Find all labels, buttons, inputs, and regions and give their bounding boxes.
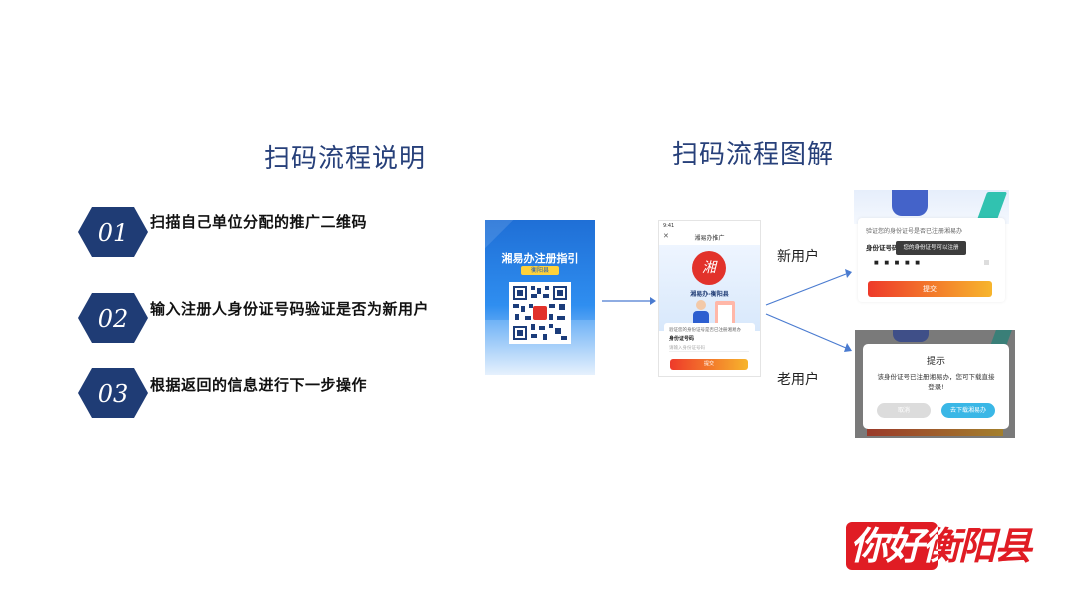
step-1-text: 扫描自己单位分配的推广二维码 <box>150 213 368 231</box>
poster-title: 湘易办注册指引 <box>501 252 579 265</box>
arrow-old-user-icon <box>765 313 852 352</box>
logo-text-inverse: 你好衡阳县 <box>850 523 938 568</box>
step-3-number: 03 <box>97 380 129 408</box>
phone-id-input[interactable]: 请输入身份证号码 <box>669 345 749 352</box>
step-1-badge: 01 <box>78 207 148 257</box>
new-user-submit-button[interactable]: 提交 <box>868 281 992 297</box>
step-2-badge: 02 <box>78 293 148 343</box>
brand-logo: 你好衡阳县 你好衡阳县 <box>844 520 1040 572</box>
phone-hint: 验证您的身份证号是否已注册湘易办 <box>669 328 741 333</box>
toast-message: 您的身份证号可以注册 <box>896 241 966 255</box>
left-title: 扫码流程说明 <box>264 144 427 174</box>
phone-app-name: 湘易办-衡阳县 <box>690 291 729 298</box>
step-2-text: 输入注册人身份证号码验证是否为新用户 <box>150 300 430 318</box>
arrow-new-user-icon <box>765 269 852 306</box>
step-3-badge: 03 <box>78 368 148 418</box>
poster-subtitle: 衡阳县 <box>521 266 559 275</box>
qr-code-icon <box>509 282 571 344</box>
old-user-screen: 提示 该身份证号已注册湘易办，您可下载直接登录! 取消 去下载湘易办 <box>855 330 1015 438</box>
new-user-field-label: 身份证号码 <box>866 244 899 252</box>
old-user-label: 老用户 <box>777 372 819 388</box>
phone-submit-button[interactable]: 提交 <box>670 359 748 370</box>
new-user-screen: 验证您的身份证号是否已注册湘易办 身份证号码 您的身份证号可以注册 ■ ■ ■ … <box>854 190 1009 305</box>
phone-header: 湘易办推广 <box>694 235 725 242</box>
right-title: 扫码流程图解 <box>672 140 835 170</box>
clear-input-icon[interactable] <box>984 260 989 265</box>
dialog-download-button[interactable]: 去下载湘易办 <box>941 403 995 418</box>
phone-status-time: 9:41 <box>663 223 675 229</box>
step-3-text: 根据返回的信息进行下一步操作 <box>150 376 368 394</box>
phone-screen: 9:41 湘易办推广 ✕ 湘 湘易办-衡阳县 验证您的身份证号是否已注册湘易办 … <box>658 220 761 377</box>
dialog-title: 提示 <box>926 357 945 367</box>
app-logo-icon: 湘 <box>692 251 726 285</box>
arrow-to-phone-icon <box>602 297 656 305</box>
dialog-message: 该身份证号已注册湘易办，您可下载直接登录! <box>877 373 995 391</box>
step-1-number: 01 <box>97 219 129 247</box>
new-user-hint: 验证您的身份证号是否已注册湘易办 <box>866 228 963 235</box>
close-icon[interactable]: ✕ <box>663 232 669 240</box>
logo-text: 你好衡阳县 <box>850 523 1032 568</box>
phone-field-label: 身份证号码 <box>669 336 695 342</box>
step-2-number: 02 <box>97 305 129 333</box>
qr-poster: 湘易办注册指引 衡阳县 <box>485 220 595 375</box>
dialog-cancel-button[interactable]: 取消 <box>877 403 931 418</box>
new-user-label: 新用户 <box>777 249 819 265</box>
masked-id-value: ■ ■ ■ ■ ■ <box>874 260 922 266</box>
